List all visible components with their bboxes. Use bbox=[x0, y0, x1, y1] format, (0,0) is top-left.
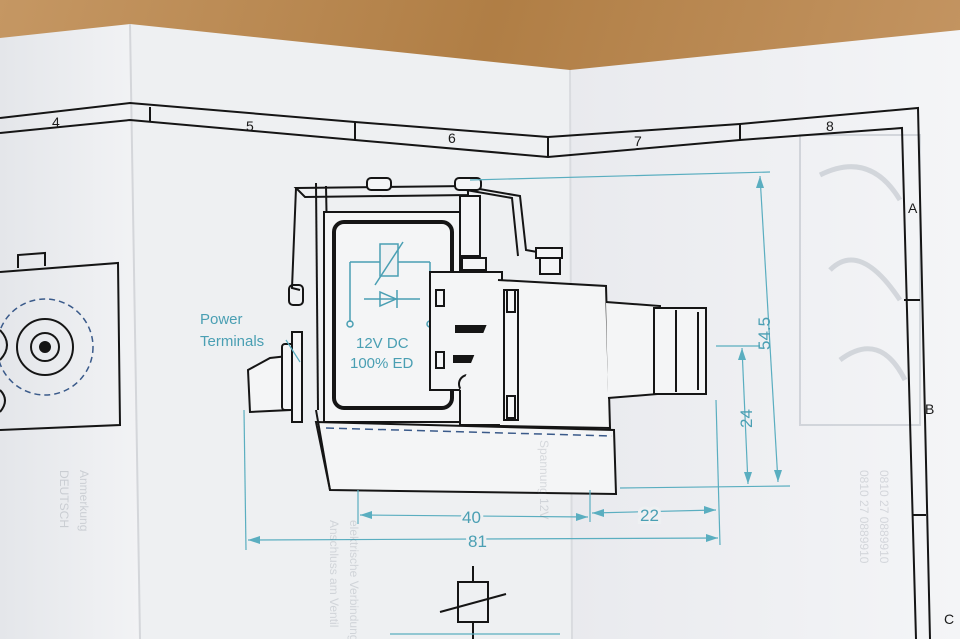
svg-text:Anmerkung: Anmerkung bbox=[77, 470, 91, 531]
svg-text:Anschluss am Ventil: Anschluss am Ventil bbox=[327, 520, 341, 627]
grid-row-label: C bbox=[944, 611, 954, 627]
dimension-width-connector: 22 bbox=[640, 506, 659, 525]
dimension-width-total: 81 bbox=[468, 532, 487, 551]
grid-row-label: B bbox=[925, 401, 934, 417]
svg-text:elektrische Verbindung: elektrische Verbindung bbox=[347, 520, 361, 639]
dimension-height-connector: 24 bbox=[737, 409, 756, 428]
relay-drawing: 12V DC 100% ED bbox=[246, 177, 707, 496]
grid-column-label: 7 bbox=[634, 133, 642, 149]
dimension-width-body: 40 bbox=[462, 508, 481, 527]
grid-row-label: A bbox=[908, 200, 918, 216]
reverse-side-print bbox=[799, 134, 921, 426]
grid-column-label: 5 bbox=[246, 118, 254, 134]
side-view-component bbox=[0, 251, 122, 431]
svg-text:0810 27 0889910: 0810 27 0889910 bbox=[877, 470, 891, 564]
dimension-lines bbox=[243, 171, 791, 551]
dimension-height-total: 54.5 bbox=[755, 317, 774, 350]
callout-line1: Power bbox=[200, 311, 243, 328]
reverse-side-text: DEUTSCH Anmerkung bbox=[57, 470, 91, 531]
paper-right-panel bbox=[570, 30, 960, 639]
grid-column-label: 4 bbox=[52, 114, 60, 130]
coil-symbol bbox=[439, 566, 507, 639]
svg-text:Spannung 12V: Spannung 12V bbox=[537, 440, 551, 519]
svg-text:DEUTSCH: DEUTSCH bbox=[57, 470, 71, 528]
drawing-frame bbox=[0, 101, 931, 639]
callout-line2: Terminals bbox=[200, 333, 264, 350]
reverse-side-text-middle: Anschluss am Ventil elektrische Verbindu… bbox=[327, 440, 891, 639]
grid-column-label: 8 bbox=[826, 118, 834, 134]
paper-left-panel bbox=[0, 24, 140, 639]
relay-voltage-label: 12V DC bbox=[356, 335, 409, 352]
grid-column-label: 6 bbox=[448, 130, 456, 146]
svg-text:0810 27 0889910: 0810 27 0889910 bbox=[857, 470, 871, 564]
relay-duty-label: 100% ED bbox=[350, 355, 414, 372]
